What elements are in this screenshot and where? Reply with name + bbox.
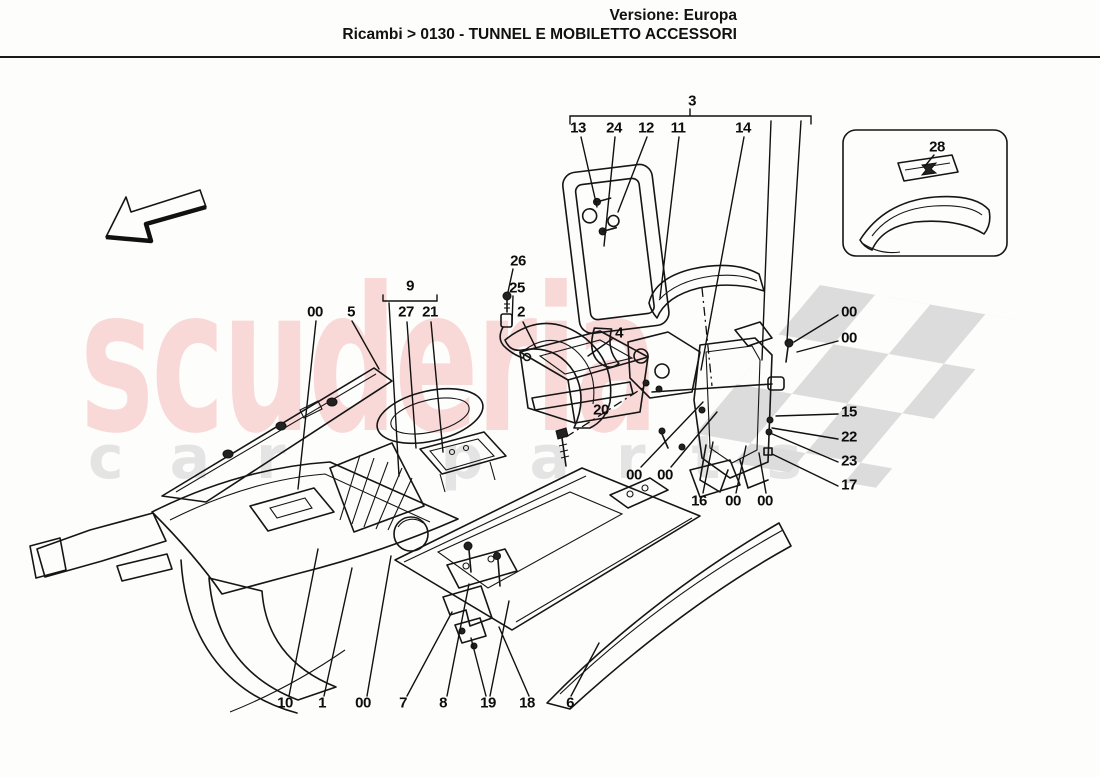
callout-6: 6 [566,694,574,712]
callout-7: 7 [399,694,407,712]
callout-25: 25 [509,279,525,297]
callout-11: 11 [670,119,686,137]
tunnel-console [30,443,458,713]
side-trim-panel [162,368,392,502]
storage-tray [505,323,648,428]
screw-part-20 [556,428,569,466]
callout-24: 24 [606,119,622,137]
callout-00: 00 [626,466,642,484]
callout-3: 3 [688,92,696,110]
callout-4: 4 [615,324,623,342]
callout-00: 00 [355,694,371,712]
callout-9: 9 [406,277,414,295]
ashtray-cupholder [372,379,506,492]
callout-18: 18 [519,694,535,712]
callout-15: 15 [841,403,857,421]
version-label: Versione: Europa [609,7,737,24]
callout-8: 8 [439,694,447,712]
callout-10: 10 [277,694,293,712]
latch-hook-parts [500,292,530,361]
callout-27: 27 [398,303,414,321]
callout-5: 5 [347,303,355,321]
watermark-primary-text: scuderia [80,245,658,478]
checkered-flag-watermark [678,285,1017,488]
armrest-cover-shell [649,265,764,318]
callout-22: 22 [841,428,857,446]
callout-1: 1 [318,694,326,712]
callout-17: 17 [841,476,857,494]
callout-00: 00 [657,466,673,484]
leader-lines [289,109,934,696]
breadcrumb: Ricambi > 0130 - TUNNEL E MOBILETTO ACCE… [342,26,737,43]
armrest-lid-open [561,163,674,370]
callout-16: 16 [691,492,707,510]
inset-box [843,130,1007,256]
hinge-mechanism [628,322,793,497]
direction-arrow-icon [106,190,206,241]
callout-00: 00 [307,303,323,321]
console-top-plate [395,468,700,630]
callout-2: 2 [517,303,525,321]
callout-00: 00 [841,303,857,321]
callout-00: 00 [757,492,773,510]
callout-14: 14 [735,119,751,137]
callout-20: 20 [593,401,609,419]
callout-21: 21 [422,303,438,321]
callout-23: 23 [841,452,857,470]
lower-side-panel [547,523,791,709]
callout-12: 12 [638,119,654,137]
callout-00: 00 [725,492,741,510]
header-divider [0,56,1100,58]
callout-26: 26 [510,252,526,270]
callout-00: 00 [841,329,857,347]
callout-28: 28 [929,138,945,156]
callout-19: 19 [480,694,496,712]
callout-13: 13 [570,119,586,137]
page-header: Versione: Europa Ricambi > 0130 - TUNNEL… [342,6,737,44]
